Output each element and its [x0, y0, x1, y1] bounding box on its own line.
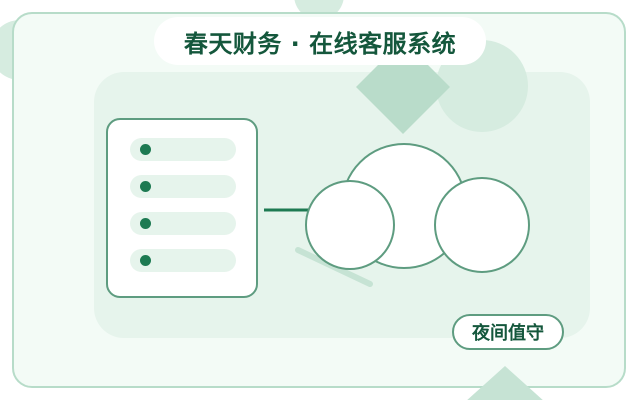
title-pill: 春天财务 · 在线客服系统	[154, 17, 486, 65]
page-title: 春天财务 · 在线客服系统	[183, 29, 457, 58]
list-item	[130, 138, 236, 161]
decor-diamond-bottom	[467, 366, 543, 400]
list-item	[130, 249, 236, 272]
status-badge-label: 夜间值守	[472, 323, 544, 344]
list-item	[130, 175, 236, 198]
bullet-dot-icon	[140, 218, 151, 229]
list-item	[130, 212, 236, 235]
bullet-dot-icon	[140, 255, 151, 266]
cloud-icon	[305, 143, 530, 273]
list-icon	[106, 118, 258, 298]
status-badge: 夜间值守	[452, 314, 564, 350]
bullet-dot-icon	[140, 181, 151, 192]
bullet-dot-icon	[140, 144, 151, 155]
